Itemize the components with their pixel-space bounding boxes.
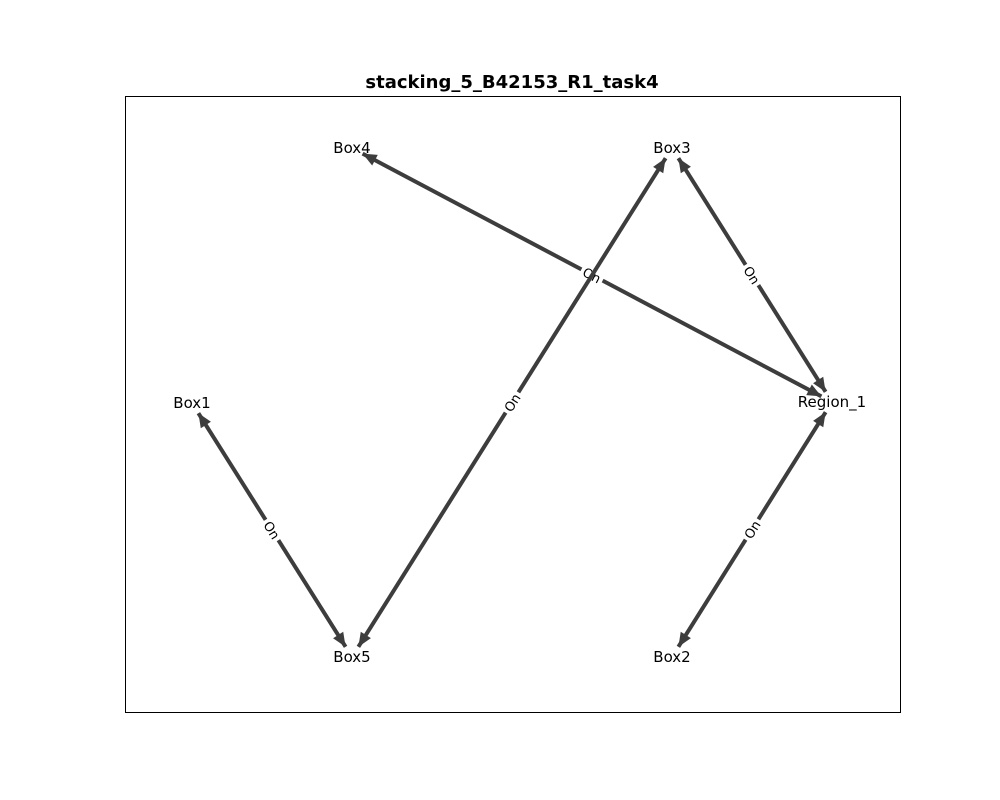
node-box4: Box4	[333, 139, 370, 157]
edge-label-background	[497, 387, 527, 418]
arrowhead-icon	[198, 413, 211, 429]
plot-frame	[125, 96, 901, 713]
arrowhead-icon	[678, 631, 691, 647]
edge-label: On	[737, 260, 767, 290]
arrowhead-icon	[678, 158, 691, 174]
edge-label: On	[737, 514, 767, 545]
edge-label-background	[257, 515, 287, 545]
edge-region1-box2: On	[676, 411, 828, 648]
node-box5: Box5	[333, 648, 370, 666]
arrowhead-icon	[653, 158, 666, 174]
edge-region1-box3: On	[676, 157, 828, 393]
node-box2: Box2	[653, 648, 690, 666]
arrowhead-icon	[358, 631, 371, 647]
arrowhead-icon	[333, 631, 346, 647]
arrowhead-icon	[813, 376, 826, 392]
arrowhead-icon	[362, 153, 378, 166]
node-region1: Region_1	[798, 393, 866, 412]
edge-label: On	[497, 387, 527, 418]
node-box1: Box1	[173, 394, 210, 412]
figure-title: stacking_5_B42153_R1_task4	[365, 72, 658, 93]
edge-label-background	[737, 260, 767, 290]
edge-box1-box5: On	[196, 412, 348, 648]
edge-label-background	[737, 514, 767, 545]
arrowhead-icon	[806, 384, 822, 397]
node-box3: Box3	[653, 139, 690, 157]
arrowhead-icon	[813, 412, 826, 428]
edge-label: On	[257, 515, 287, 545]
